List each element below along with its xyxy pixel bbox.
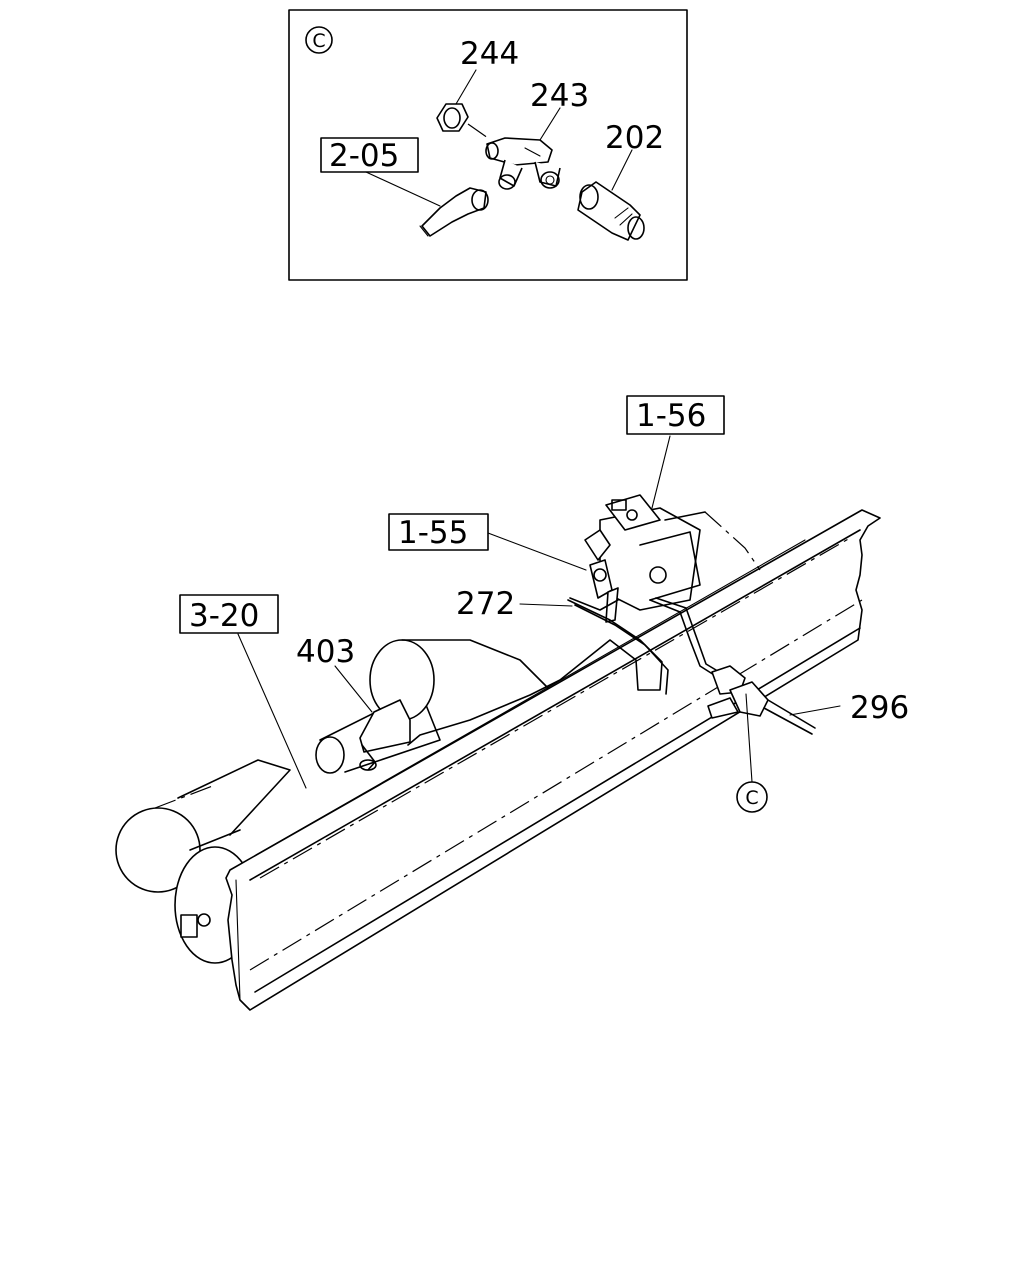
drain-valve: [180, 914, 198, 938]
air-lines: [359, 597, 727, 771]
callout-244: 244: [460, 36, 519, 72]
svg-text:2-05: 2-05: [329, 138, 399, 174]
leader-244: [455, 69, 477, 105]
detail-frame: [288, 9, 688, 281]
callout-202: 202: [605, 120, 664, 156]
air-tank-upper: [315, 639, 561, 774]
air-tank-rear: [115, 759, 291, 893]
leader-2-05: [365, 171, 441, 207]
fittings-1-55: [569, 529, 619, 623]
leader-1-56: [651, 435, 671, 509]
detail-panel-c: C: [288, 9, 688, 281]
tee-fitting-296: [707, 665, 816, 735]
part-243-tee-fitting: [485, 137, 561, 190]
reference-1-55: 1-55: [388, 513, 489, 551]
svg-text:3-20: 3-20: [189, 598, 259, 634]
detail-marker-c: C: [305, 26, 333, 54]
callout-243: 243: [530, 78, 589, 114]
callout-403: 403: [296, 634, 355, 670]
leader-202: [611, 149, 633, 191]
part-2-05-pipe: [419, 187, 489, 237]
part-202-connector: [577, 181, 645, 241]
leader-c: [745, 693, 753, 783]
svg-text:C: C: [312, 30, 325, 52]
leader-243: [539, 107, 561, 141]
main-view: 1-56 1-55 3-20 272 403 296 C: [115, 395, 909, 1011]
callout-296: 296: [850, 690, 909, 726]
svg-text:1-55: 1-55: [398, 515, 468, 551]
leader-296: [789, 705, 841, 716]
svg-text:1-56: 1-56: [636, 398, 706, 434]
reference-3-20: 3-20: [179, 594, 279, 634]
reference-2-05: 2-05: [320, 137, 419, 174]
frame-rail: [225, 509, 881, 1011]
part-244-nut: [436, 103, 489, 139]
reference-1-56: 1-56: [626, 395, 725, 435]
svg-text:C: C: [745, 787, 758, 809]
callout-272: 272: [456, 586, 515, 622]
leader-3-20: [237, 633, 307, 789]
leader-272: [519, 603, 573, 607]
leader-1-55: [487, 532, 587, 571]
valve-bracket-1-56: [599, 494, 761, 611]
leader-403: [334, 665, 373, 713]
main-marker-c: C: [736, 781, 768, 813]
